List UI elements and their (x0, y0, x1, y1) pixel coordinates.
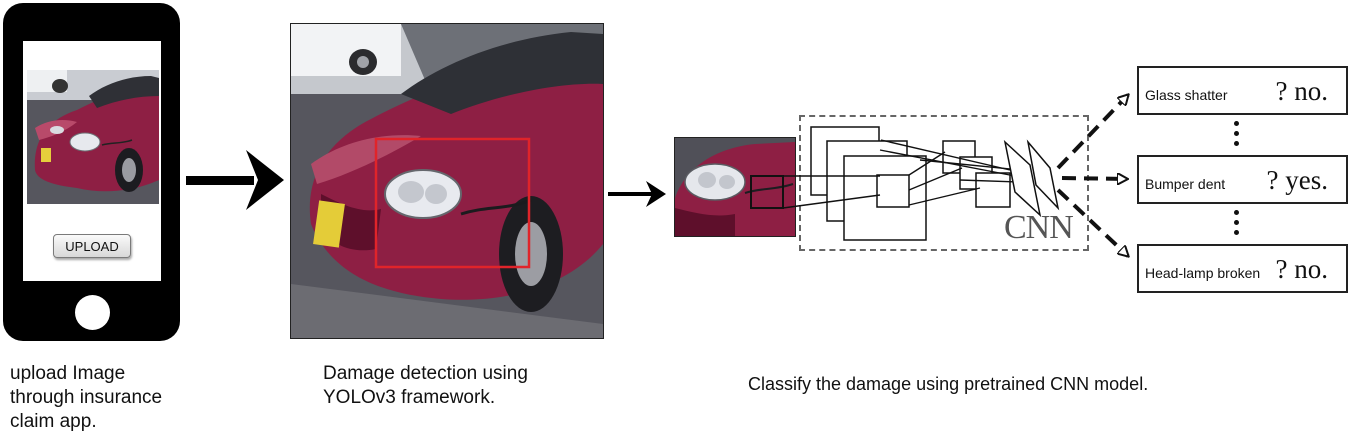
class-name: Glass shatter (1145, 87, 1228, 103)
class-box-bumper-dent: Bumper dent ? yes. (1137, 155, 1348, 204)
connection-lines (782, 139, 1021, 209)
feature-maps (810, 126, 1011, 241)
caption-upload: upload Image through insurance claim app… (10, 362, 162, 434)
class-box-head-lamp-broken: Head-lamp broken ? no. (1137, 244, 1348, 293)
caption-classify: Classify the damage using pretrained CNN… (748, 372, 1148, 396)
cnn-container (799, 115, 1089, 251)
right-arrow-icon (608, 181, 666, 207)
vertical-ellipsis-icon (1234, 121, 1240, 151)
cnn-label: CNN (1004, 209, 1074, 246)
caption-line: through insurance (10, 387, 163, 408)
class-name: Head-lamp broken (1145, 265, 1261, 281)
phone-mockup: UPLOAD (3, 3, 180, 341)
phone-screen: UPLOAD (23, 41, 161, 281)
caption-detection: Damage detection using YOLOv3 framework. (323, 362, 528, 410)
damage-detection-photo (290, 23, 604, 339)
receptive-field-box (750, 175, 784, 209)
caption-line: claim app. (10, 411, 97, 432)
cropped-damage-photo (674, 137, 796, 237)
caption-line: Damage detection using (323, 363, 528, 384)
home-button[interactable] (75, 295, 110, 330)
class-name: Bumper dent (1145, 176, 1226, 192)
caption-line: Classify the damage using pretrained CNN… (748, 374, 1149, 394)
vertical-ellipsis-icon (1234, 210, 1240, 240)
caption-line: upload Image (10, 363, 126, 384)
class-result: ? no. (1275, 76, 1328, 106)
class-result: ? yes. (1266, 165, 1328, 195)
output-arrows (1056, 95, 1128, 256)
right-arrow-icon (186, 150, 284, 210)
class-result: ? no. (1275, 254, 1328, 284)
caption-line: YOLOv3 framework. (323, 387, 496, 408)
upload-button[interactable]: UPLOAD (53, 234, 131, 258)
phone-car-photo (27, 70, 159, 204)
dense-layers (1003, 139, 1060, 218)
class-box-glass-shatter: Glass shatter ? no. (1137, 66, 1348, 115)
